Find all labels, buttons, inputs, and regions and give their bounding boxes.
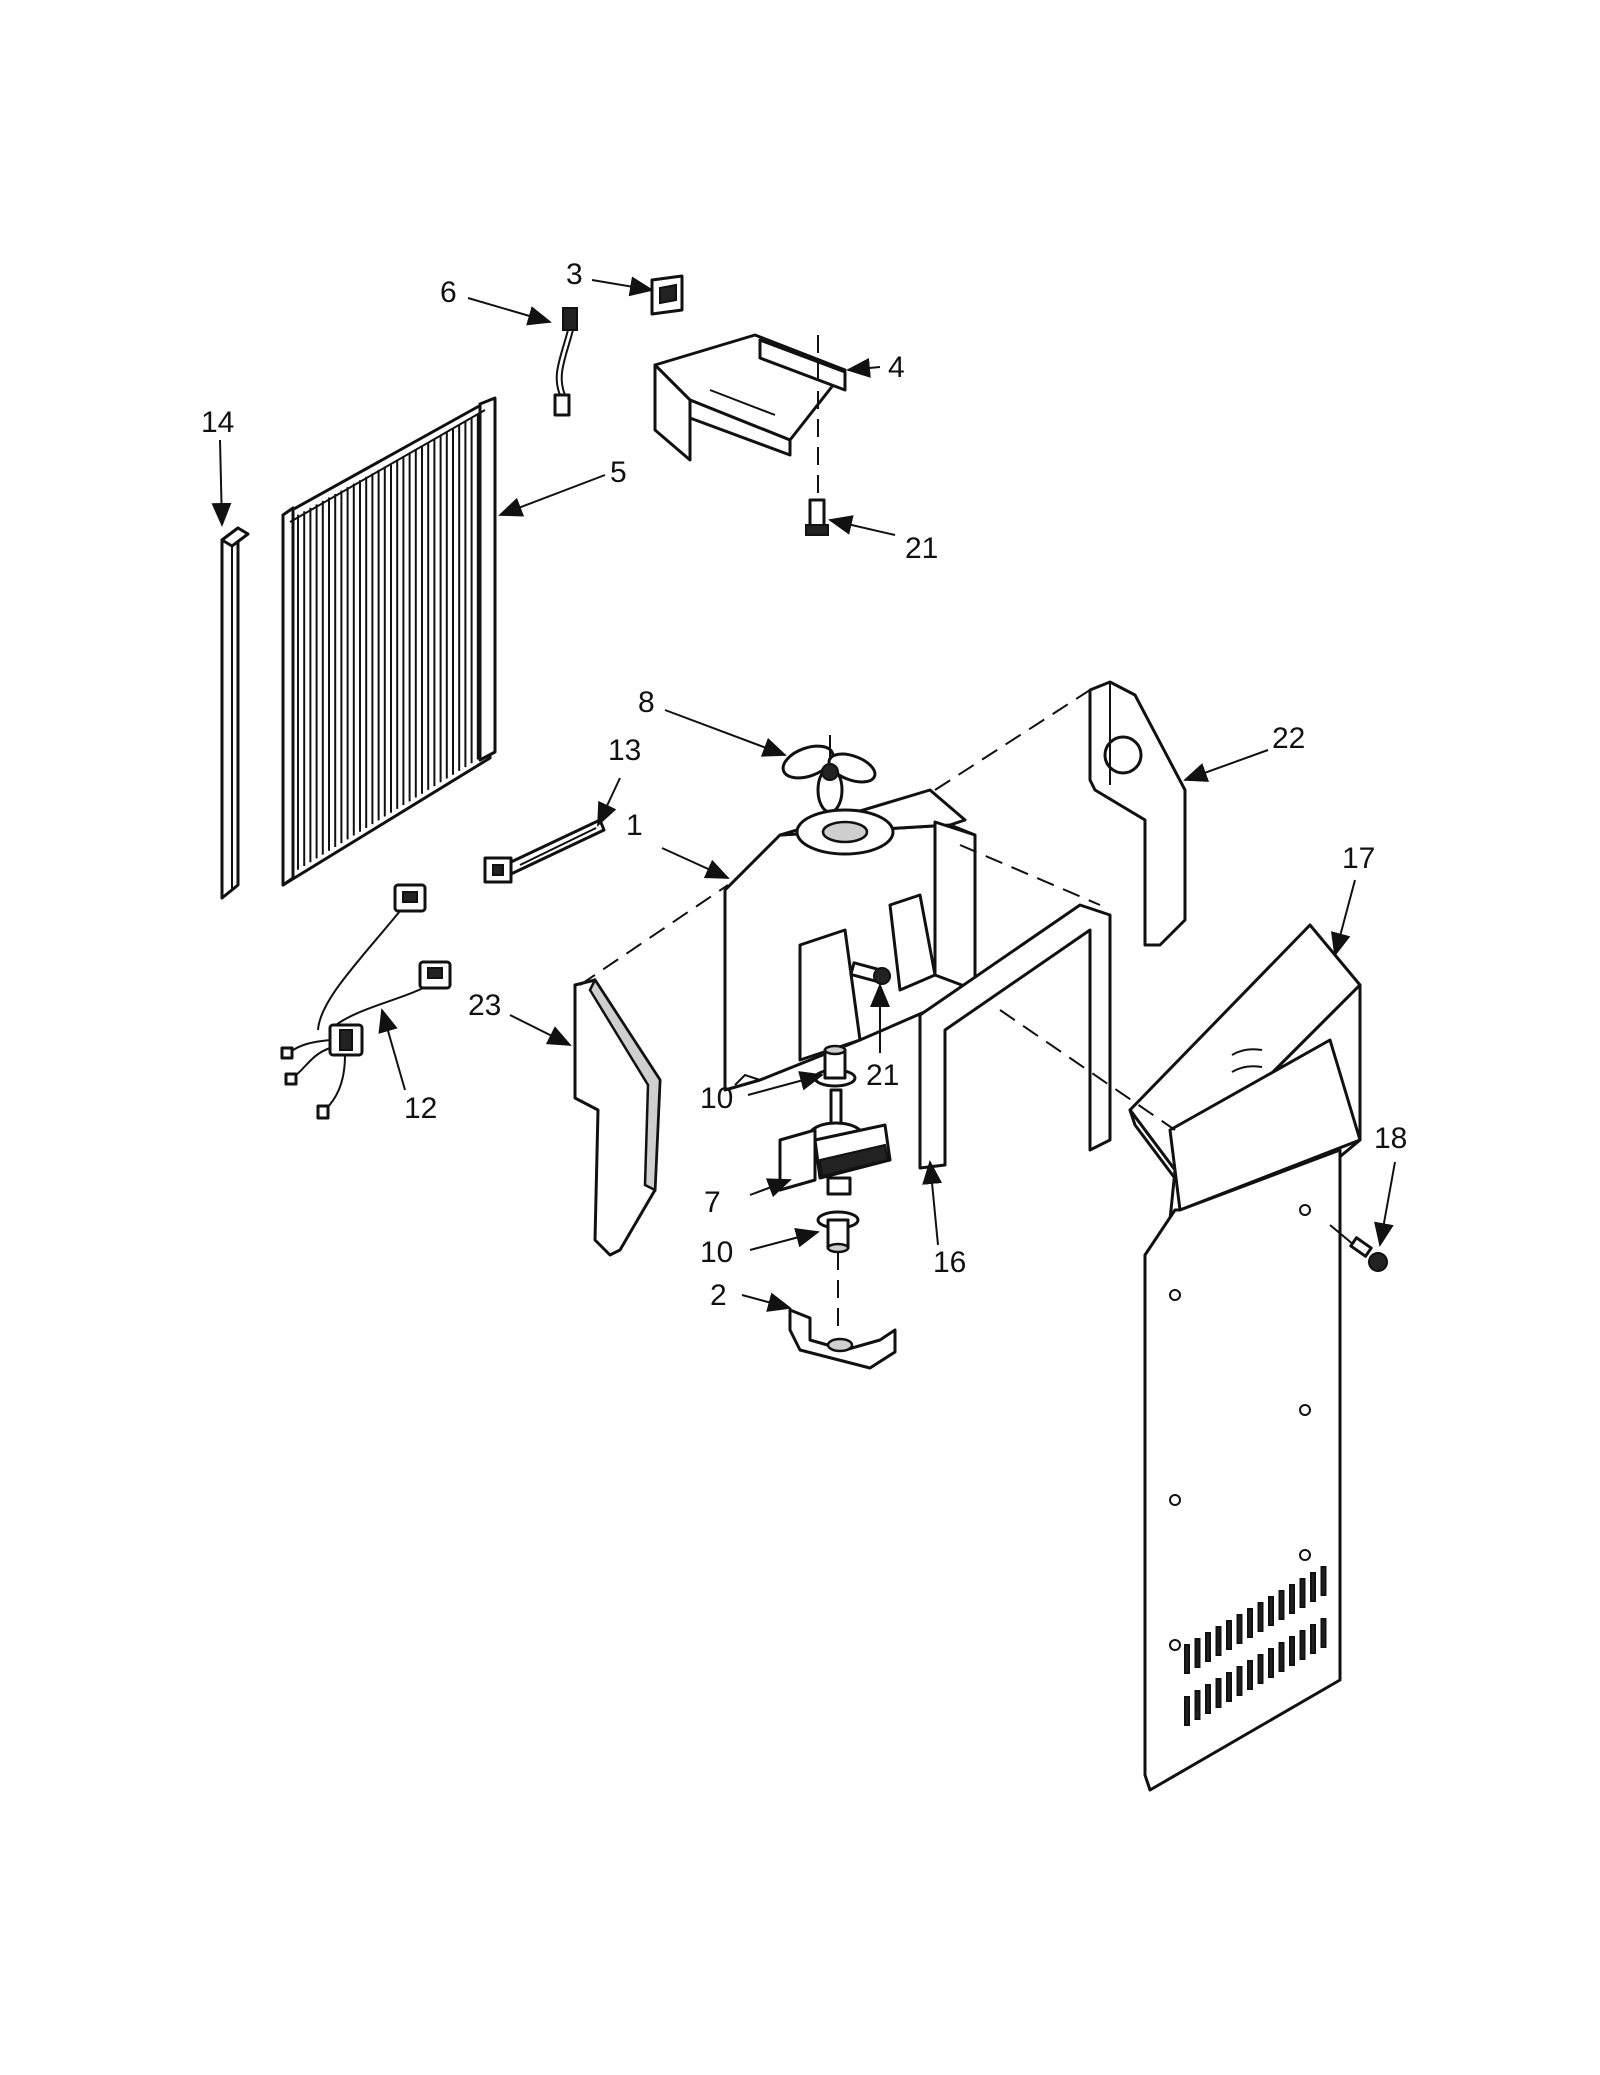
assembly-lines [579, 689, 1176, 1131]
part-23-side-panel [573, 977, 662, 1257]
callout-7: 7 [704, 1186, 721, 1219]
callout-3: 3 [566, 258, 583, 291]
part-8-fan-blade [781, 735, 877, 814]
callout-13: 16 [933, 1246, 966, 1279]
vent-slot [1215, 1678, 1222, 1708]
callout-1: 1 [626, 809, 643, 842]
vent-slot [1236, 1666, 1243, 1696]
part-10-bushing-upper [813, 1044, 857, 1088]
vent-slot [1289, 1636, 1295, 1666]
vent-slot [1289, 1584, 1295, 1614]
mounting-hole [1299, 1204, 1311, 1216]
vent-slot [1205, 1684, 1211, 1714]
part-16-seal-strip [220, 526, 250, 900]
mounting-hole [1169, 1494, 1181, 1506]
vent-slot [1194, 1638, 1201, 1668]
callout-18: 18 [1374, 1122, 1407, 1155]
callout-21-upper: 21 [905, 532, 938, 565]
callout-21-middle: 21 [866, 1059, 899, 1092]
callout-2: 2 [710, 1279, 727, 1312]
part-10-bushing-lower [816, 1210, 860, 1330]
callout-12: 12 [404, 1092, 437, 1125]
callout-22: 22 [1272, 722, 1305, 755]
part-22-side-panel [1088, 680, 1187, 947]
vent-slot [1205, 1632, 1211, 1662]
vent-slot [1268, 1648, 1274, 1678]
callout-6: 6 [440, 276, 457, 309]
callout-8: 8 [638, 686, 655, 719]
vent-slot [1310, 1572, 1316, 1602]
part-17-rear-cover [1128, 923, 1362, 1792]
callout-5: 5 [610, 456, 627, 489]
vent-slot [1299, 1630, 1306, 1660]
mounting-hole [1299, 1549, 1311, 1561]
callout-16: 14 [201, 406, 234, 439]
vent-slot [1278, 1590, 1285, 1620]
callout-10-lower: 10 [700, 1236, 733, 1269]
vent-slot [1257, 1654, 1264, 1684]
part-6-wire-connector [553, 307, 578, 417]
callout-17: 17 [1342, 842, 1375, 875]
callout-10-upper: 10 [700, 1082, 733, 1115]
vent-slot [1310, 1624, 1316, 1654]
callout-23: 23 [468, 989, 501, 1022]
vent-slot [1320, 1618, 1327, 1648]
vent-slot [1268, 1596, 1274, 1626]
mounting-hole [1169, 1289, 1181, 1301]
vent-slot [1320, 1566, 1327, 1596]
vent-slot [1278, 1642, 1285, 1672]
callout-labels: 14 5 6 3 4 21 8 13 1 22 17 23 21 10 12 1… [201, 258, 1407, 1312]
vent-slot [1257, 1602, 1264, 1632]
leader-lines [211, 276, 1396, 1312]
mounting-hole [1169, 1639, 1181, 1651]
part-14-cable-tie [483, 818, 606, 884]
vent-slot [1194, 1690, 1201, 1720]
part-12-wire-harness [280, 883, 452, 1120]
part-4-bracket [653, 333, 847, 462]
part-7-fan-motor [778, 1088, 892, 1196]
callout-14: 13 [608, 734, 641, 767]
vent-slot [1236, 1614, 1243, 1644]
vent-slot [1226, 1672, 1232, 1702]
callout-4: 4 [888, 351, 905, 384]
part-1-fan-shroud [723, 788, 977, 1092]
part-21-screw-upper [805, 335, 829, 536]
vent-slot [1184, 1696, 1190, 1726]
vent-slot [1247, 1608, 1253, 1638]
vent-slot [1247, 1660, 1253, 1690]
vent-slot [1215, 1626, 1222, 1656]
vent-slot [1299, 1578, 1306, 1608]
vent-slot [1226, 1620, 1232, 1650]
vent-slot [1184, 1644, 1190, 1674]
part-18-screw [1329, 1224, 1388, 1272]
part-2-motor-bracket [788, 1308, 897, 1370]
part-5-condenser [281, 396, 497, 887]
part-3-clip [650, 274, 684, 316]
mounting-hole [1299, 1404, 1311, 1416]
